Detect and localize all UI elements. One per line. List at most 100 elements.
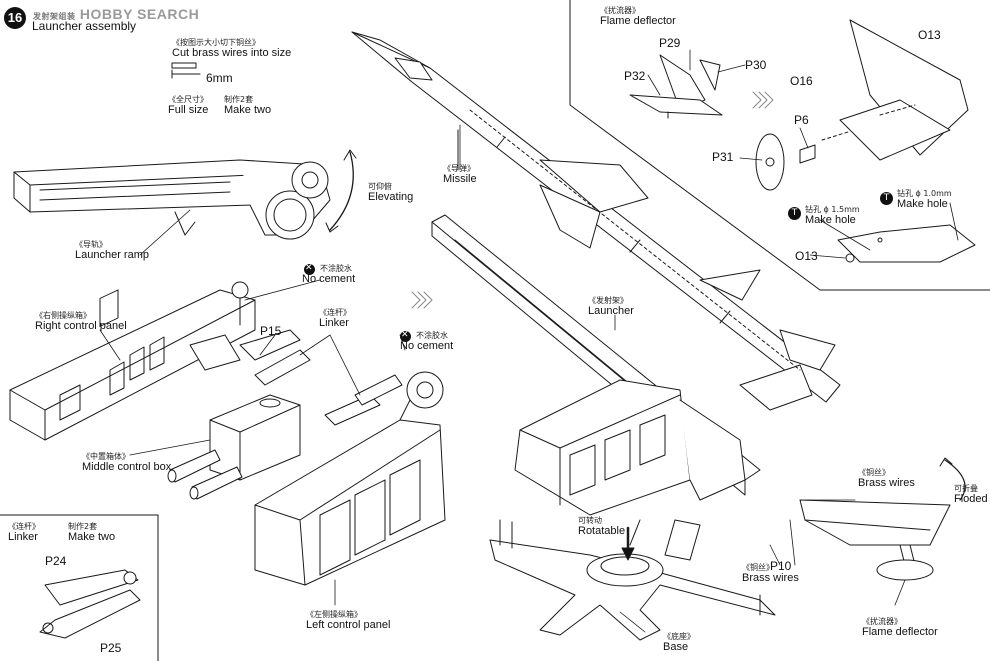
leader-lines [99, 49, 959, 633]
floded-en: Floded [954, 493, 988, 505]
flame-deflector-inset-frame [569, 0, 990, 291]
wire-cut-sample [171, 62, 197, 69]
middle-control-box-label-en: Middle control box [82, 461, 172, 473]
no-cement-label-2: 不涂胶水 No cement [400, 331, 453, 352]
right-control-panel-drawing [9, 289, 256, 441]
left-control-panel-label-en: Left control panel [306, 619, 391, 631]
brass-wires-bottom-cn: 《铜丝》 [742, 563, 774, 572]
linker-parts-drawing [189, 281, 403, 426]
full-size-en: Full size [168, 104, 209, 116]
launcher-label-en: Launcher [588, 305, 634, 317]
make-hole-icon-10: T [880, 192, 893, 205]
middle-control-box-drawing [167, 394, 301, 500]
part-p30: P30 [745, 58, 767, 72]
base-en: Base [663, 641, 689, 653]
watermark-cn: 发射架组装 [33, 12, 76, 21]
launcher-ramp-label: 《导轨》 Launcher ramp [75, 240, 149, 261]
launcher-ramp-label-en: Launcher ramp [75, 249, 149, 261]
rotatable-arrowhead [621, 547, 635, 561]
flame-deflector-bottom-en: Flame deflector [862, 626, 938, 638]
full-size-label: 《全尺寸》 Full size [168, 95, 208, 116]
right-control-panel-label: 《右侧操纵箱》 Right control panel [35, 311, 127, 332]
part-o13-bottom: O13 [795, 249, 818, 263]
make-two-en: Make two [224, 104, 272, 116]
part-p6: P6 [794, 113, 809, 127]
no-cement-2-cn: 不涂胶水 [416, 331, 448, 340]
base-cn: 《底座》 [663, 632, 695, 641]
middle-control-box-label-cn: 《中置箱体》 [82, 452, 130, 461]
elevating-label-en: Elevating [368, 191, 414, 203]
linker-inset-drawing [39, 569, 141, 639]
no-cement-2-en: No cement [400, 340, 454, 352]
floded-label: 可折叠 Floded [954, 484, 988, 505]
part-p25: P25 [100, 641, 122, 655]
direction-chevrons [411, 91, 774, 309]
base-label: 《底座》 Base [663, 632, 695, 653]
part-p29: P29 [659, 36, 681, 50]
part-p15: P15 [260, 324, 282, 338]
rotatable-en: Rotatable [578, 525, 626, 537]
flame-deflector-bottom-cn: 《扰流器》 [862, 617, 902, 626]
make-two-inset-label: 制作2套 Make two [68, 522, 115, 543]
elevating-label: 可仰俯 Elevating [368, 182, 413, 203]
launcher-ramp-drawing [13, 149, 357, 240]
flame-deflector-drawing [799, 457, 966, 581]
cut-note-en: Cut brass wires into size [172, 47, 292, 59]
brass-wires-top-en: Brass wires [858, 477, 915, 489]
linker-inset-cn: 《连杆》 [8, 522, 40, 531]
flame-deflector-top-cn: 《扰流器》 [600, 6, 640, 15]
no-cement-icon [304, 263, 315, 275]
no-cement-label-1: 不涂胶水 No cement [302, 264, 355, 285]
launcher-drawing [431, 214, 761, 516]
make-two-label: 制作2套 Make two [224, 95, 271, 116]
rotatable-label: 可转动 Rotatable [578, 516, 625, 537]
linker-inset-en: Linker [8, 531, 38, 543]
part-o13-top: O13 [918, 28, 941, 42]
linker-label: 《连杆》 Linker [319, 308, 351, 329]
missile-drawing [351, 31, 841, 411]
cut-note: 《按图示大小切下铜丝》 Cut brass wires into size [172, 38, 291, 59]
watermark-text: 发射架组装 HOBBY SEARCH [33, 6, 199, 22]
make-hole-icon-15: T [788, 207, 801, 220]
brass-wires-bottom-label: 《铜丝》 Brass wires [742, 563, 799, 584]
no-cement-1-en: No cement [302, 273, 356, 285]
wire-length: 6mm [206, 71, 233, 85]
make-hole-15-en: Make hole [805, 214, 856, 226]
flame-deflector-top-en: Flame deflector [600, 15, 676, 27]
base-drawing [489, 519, 776, 641]
floded-cn: 可折叠 [954, 484, 978, 493]
left-control-panel-label-cn: 《左侧操纵箱》 [306, 610, 362, 619]
part-p24: P24 [45, 554, 67, 568]
brass-wires-bottom-en: Brass wires [742, 572, 799, 584]
make-hole-10-cn: 钻孔 ɸ 1.0mm [897, 189, 952, 198]
watermark-en: HOBBY SEARCH [79, 6, 200, 22]
part-p10: P10 [770, 559, 792, 573]
linker-inset-frame [0, 514, 159, 661]
part-p31: P31 [712, 150, 734, 164]
make-two-inset-en: Make two [68, 531, 116, 543]
brass-wires-top-label: 《铜丝》 Brass wires [858, 468, 915, 489]
right-control-panel-label-cn: 《右侧操纵箱》 [35, 311, 91, 320]
missile-label-en: Missile [443, 173, 477, 185]
make-hole-10-label: 钻孔 ɸ 1.0mm Make hole [897, 189, 952, 210]
make-hole-15-label: 钻孔 ɸ 1.5mm Make hole [805, 205, 860, 226]
step-number-badge: 16 [4, 7, 26, 29]
no-cement-1-cn: 不涂胶水 [320, 264, 352, 273]
flame-deflector-bottom-label: 《扰流器》 Flame deflector [862, 617, 938, 638]
full-size-cn: 《全尺寸》 [168, 95, 208, 104]
linker-inset-label: 《连杆》 Linker [8, 522, 40, 543]
elevating-label-cn: 可仰俯 [368, 182, 392, 191]
linker-label-en: Linker [319, 317, 349, 329]
no-cement-icon-2 [400, 330, 411, 342]
missile-label: 《导弹》 Missile [443, 164, 477, 185]
flame-deflector-top-label: 《扰流器》 Flame deflector [600, 6, 676, 27]
make-hole-10-en: Make hole [897, 198, 948, 210]
make-hole-15-cn: 钻孔 ɸ 1.5mm [805, 205, 860, 214]
launcher-ramp-label-cn: 《导轨》 [75, 240, 107, 249]
cut-note-cn: 《按图示大小切下铜丝》 [172, 38, 260, 47]
middle-control-box-label: 《中置箱体》 Middle control box [82, 452, 171, 473]
page-title: Launcher assembly [32, 19, 137, 33]
launcher-label-cn: 《发射架》 [588, 296, 628, 305]
part-p32: P32 [624, 69, 646, 83]
top-right-parts-drawing [629, 19, 976, 263]
